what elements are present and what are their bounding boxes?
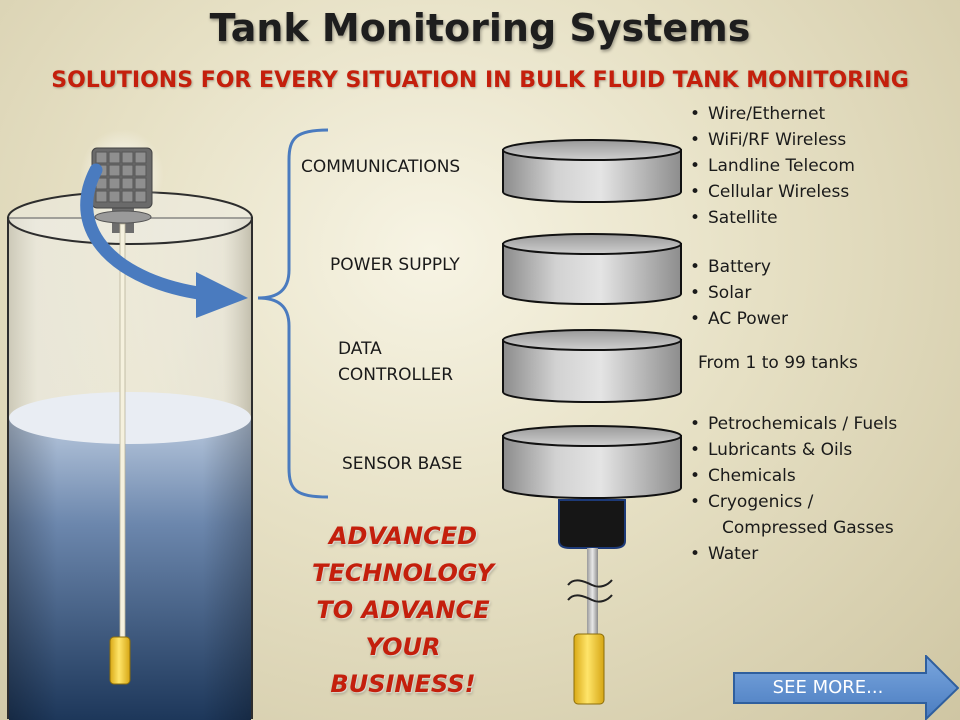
- list-item: Solar: [688, 280, 788, 306]
- disk-communications: [502, 139, 682, 203]
- communications-list: Wire/Ethernet WiFi/RF Wireless Landline …: [688, 101, 855, 231]
- slogan-line: ADVANCED: [328, 522, 478, 550]
- list-item: Cellular Wireless: [688, 179, 855, 205]
- label-power-supply: POWER SUPPLY: [330, 255, 460, 275]
- label-sensor-base: SENSOR BASE: [342, 454, 463, 474]
- list-item: Cryogenics /: [688, 489, 897, 515]
- float-icon: [109, 636, 131, 685]
- applications-list: Petrochemicals / Fuels Lubricants & Oils…: [688, 411, 897, 567]
- tank-illustration: [7, 129, 253, 720]
- see-more-label: SEE MORE...: [772, 677, 884, 698]
- list-item: Water: [688, 541, 897, 567]
- list-item: WiFi/RF Wireless: [688, 127, 855, 153]
- disk-data-controller: [502, 329, 682, 403]
- label-data-controller: DATA CONTROLLER: [338, 336, 453, 388]
- disk-sensor-base: [502, 425, 682, 499]
- bracket-icon: [257, 128, 329, 499]
- controller-capacity: From 1 to 99 tanks: [698, 353, 858, 373]
- list-item: Landline Telecom: [688, 153, 855, 179]
- list-item: Wire/Ethernet: [688, 101, 855, 127]
- curved-arrow-icon: [80, 163, 212, 301]
- page-subtitle: SOLUTIONS FOR EVERY SITUATION IN BULK FL…: [51, 68, 909, 93]
- slogan-line: TO ADVANCE: [316, 596, 490, 624]
- power-list: Battery Solar AC Power: [688, 254, 788, 332]
- arrow-right-icon: [733, 655, 959, 720]
- list-item: Battery: [688, 254, 788, 280]
- gauge-head-icon: [91, 147, 153, 233]
- probe-rod: [119, 223, 126, 645]
- list-item: Chemicals: [688, 463, 897, 489]
- list-item: Petrochemicals / Fuels: [688, 411, 897, 437]
- list-item: Lubricants & Oils: [688, 437, 897, 463]
- slogan: ADVANCED TECHNOLOGY TO ADVANCE YOUR BUSI…: [298, 518, 508, 703]
- see-more-button[interactable]: SEE MORE...: [733, 655, 959, 720]
- float-icon-2: [573, 633, 605, 705]
- page-title: Tank Monitoring Systems: [209, 6, 751, 50]
- label-communications: COMMUNICATIONS: [301, 157, 461, 177]
- label-controller: CONTROLLER: [338, 365, 454, 385]
- list-item: AC Power: [688, 306, 788, 332]
- label-data: DATA: [338, 339, 382, 359]
- sensor-probe: [558, 499, 626, 705]
- disk-power-supply: [502, 233, 682, 305]
- list-item: Satellite: [688, 205, 855, 231]
- slogan-line: YOUR: [365, 633, 441, 661]
- slogan-line: BUSINESS!: [330, 670, 476, 698]
- slogan-line: TECHNOLOGY: [312, 559, 494, 587]
- list-item-continuation: Compressed Gasses: [722, 518, 894, 538]
